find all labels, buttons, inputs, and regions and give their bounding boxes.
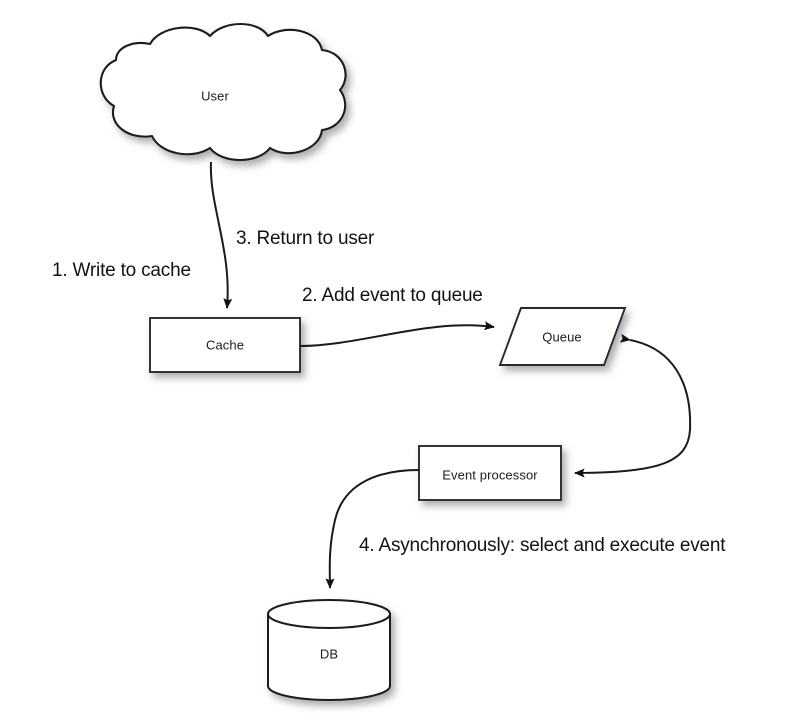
node-db[interactable]	[267, 599, 391, 701]
node-event-processor[interactable]	[418, 445, 562, 501]
edge-processor-to-db	[325, 469, 420, 589]
node-user[interactable]	[99, 23, 347, 161]
event-processor-rect	[418, 445, 562, 501]
node-label-db: DB	[319, 646, 339, 662]
db-cylinder-body	[267, 613, 391, 701]
step-label-2: 2. Add event to queue	[302, 285, 483, 306]
node-label-event-processor: Event processor	[442, 467, 538, 483]
node-label-cache: Cache	[205, 337, 245, 353]
edge-processor-to-queue	[574, 333, 692, 478]
node-label-user: User	[201, 88, 229, 104]
cloud-shape	[99, 23, 347, 161]
step-label-3: 3. Return to user	[236, 228, 375, 249]
step-label-4: 4. Asynchronously: select and execute ev…	[359, 535, 726, 556]
edge-user-to-cache	[209, 161, 233, 309]
step-label-1: 1. Write to cache	[52, 260, 191, 281]
edge-cache-to-queue	[299, 321, 495, 347]
db-cylinder-top	[267, 599, 391, 629]
node-label-queue: Queue	[542, 329, 582, 345]
